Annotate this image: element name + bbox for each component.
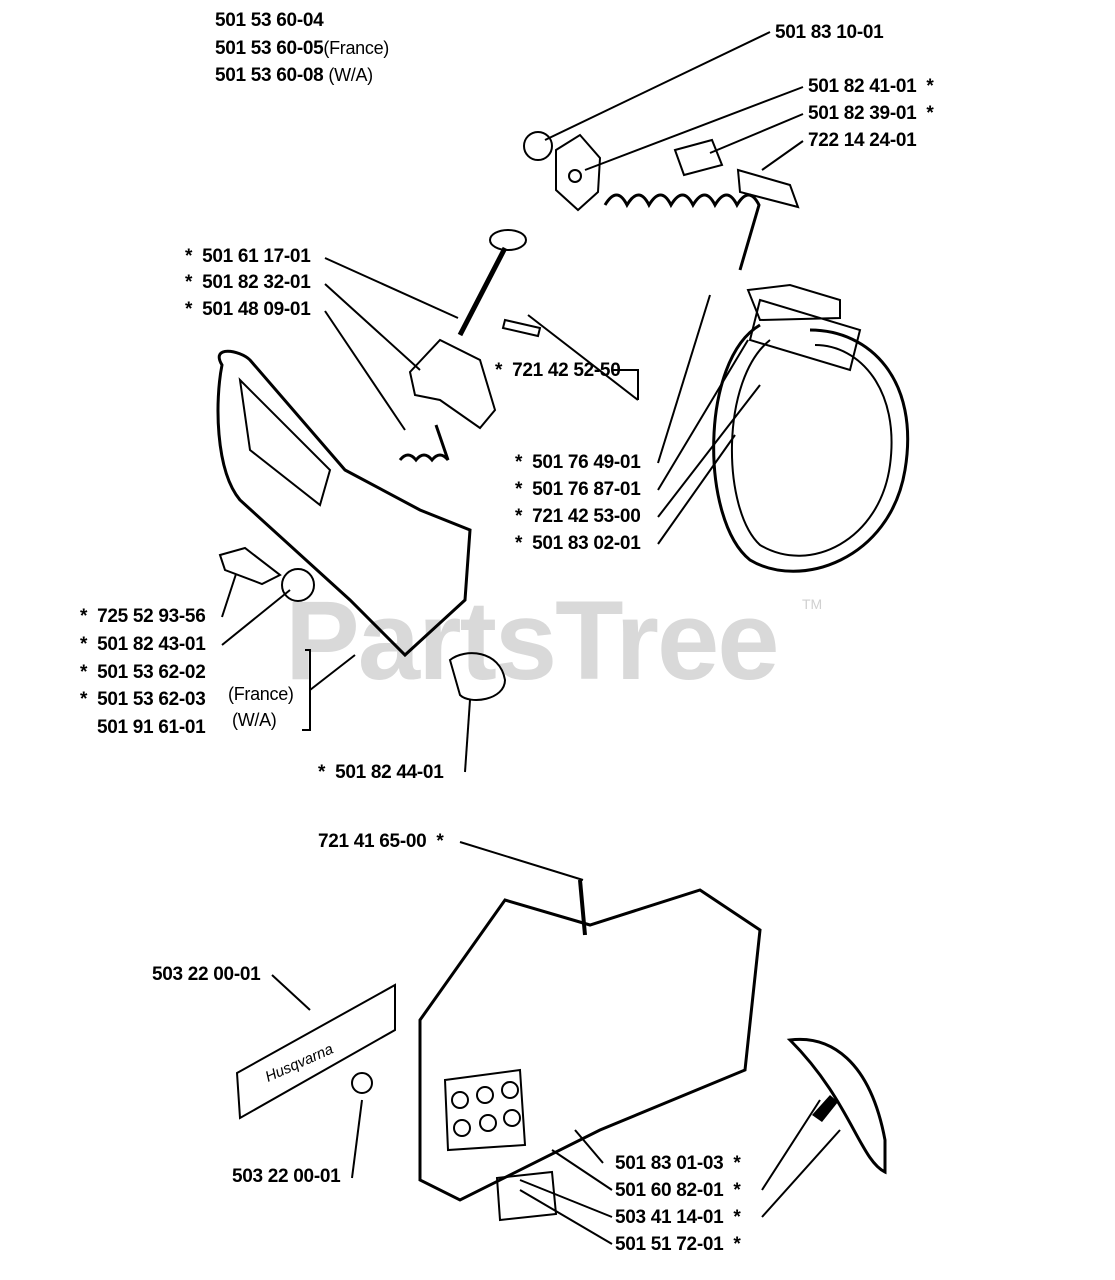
leader-line: [464, 699, 471, 773]
leader-line: [459, 841, 584, 881]
cover-pin: [578, 879, 587, 936]
leader-line: [657, 294, 711, 464]
bolt: [736, 168, 800, 209]
part-label[interactable]: * 501 83 02-01: [515, 533, 641, 554]
leader-line: [324, 283, 421, 371]
leader-line: [324, 310, 406, 431]
part-label[interactable]: * 501 53 62-02: [80, 662, 206, 683]
leader-line: [761, 1129, 841, 1218]
leader-line: [709, 113, 804, 154]
leader-line: [527, 314, 639, 401]
block: [495, 1170, 558, 1222]
leader-line: [574, 1129, 604, 1164]
vent-hole: [451, 1091, 469, 1109]
part-label[interactable]: * 501 82 43-01: [80, 634, 206, 655]
part-label[interactable]: 501 82 39-01 *: [808, 103, 934, 124]
leader-line: [519, 1179, 613, 1218]
vent-hole: [479, 1114, 497, 1132]
brake-lever: [408, 338, 497, 430]
part-label[interactable]: 722 14 24-01: [808, 130, 917, 151]
part-label[interactable]: 501 51 72-01 *: [615, 1234, 741, 1255]
part-label[interactable]: * 501 53 62-03: [80, 689, 206, 710]
brake-holder: [555, 133, 602, 212]
pin: [501, 318, 542, 338]
vent-hole: [453, 1119, 471, 1137]
assembly-number-2: 501 53 60-05(France): [215, 38, 390, 59]
adjust-knob: [488, 229, 528, 251]
leader-line: [271, 974, 311, 1011]
part-label[interactable]: * 501 48 09-01: [185, 299, 311, 320]
side-plate: [786, 1037, 887, 1175]
screw-knob: [448, 652, 507, 701]
note-france: (France): [228, 684, 294, 704]
band-clip: [748, 298, 862, 372]
bracket: [302, 649, 311, 731]
leader-line: [551, 1149, 613, 1191]
leader-line: [657, 384, 761, 518]
knob-shaft: [457, 246, 508, 337]
leader-line: [761, 140, 804, 171]
screw: [218, 546, 282, 586]
decal-strip: [235, 983, 396, 1120]
part-label[interactable]: * 501 76 87-01: [515, 479, 641, 500]
watermark-trademark: TM: [802, 596, 823, 612]
part-label[interactable]: 501 60 82-01 *: [615, 1180, 741, 1201]
part-label[interactable]: * 501 61 17-01: [185, 246, 311, 267]
bracket: [612, 369, 639, 400]
washer: [280, 568, 316, 602]
leader-line: [519, 1189, 613, 1245]
leader-line: [309, 654, 356, 691]
part-label[interactable]: 503 41 14-01 *: [615, 1207, 741, 1228]
watermark: PartsTree: [285, 578, 780, 703]
leader-line: [544, 31, 771, 141]
hand-guard: [216, 349, 472, 658]
chain-cover: [418, 888, 762, 1202]
holder-hole: [568, 169, 582, 183]
cover-vents: [443, 1068, 527, 1152]
part-label[interactable]: * 721 42 52-50: [495, 360, 621, 381]
part-label[interactable]: 501 91 61-01: [97, 717, 206, 738]
cover-nut: [350, 1072, 374, 1094]
leader-line: [761, 1099, 821, 1191]
brake-spring: [603, 193, 761, 271]
brake-band: [712, 323, 910, 573]
leader-line: [584, 86, 804, 171]
leader-line: [351, 1099, 363, 1179]
leader-line: [221, 589, 291, 646]
decal-brand-text: Husqvarna: [263, 1041, 336, 1086]
nut: [522, 131, 554, 161]
hand-guard-inner: [238, 377, 332, 507]
part-label[interactable]: 501 82 41-01 *: [808, 76, 934, 97]
note-wa: (W/A): [232, 710, 277, 730]
small-spring: [398, 424, 450, 463]
assembly-number-3: 501 53 60-08 (W/A): [215, 65, 373, 86]
part-label[interactable]: 721 41 65-00 *: [318, 831, 444, 852]
part-label[interactable]: * 501 76 49-01: [515, 452, 641, 473]
vent-hole: [501, 1081, 519, 1099]
vent-hole: [476, 1086, 494, 1104]
vent-hole: [503, 1109, 521, 1127]
band-link: [746, 283, 841, 322]
leader-line: [221, 573, 237, 618]
part-label[interactable]: 501 83 01-03 *: [615, 1153, 741, 1174]
leader-line: [324, 257, 459, 319]
tensioner-screw: [812, 1095, 838, 1122]
assembly-number-1: 501 53 60-04: [215, 10, 324, 31]
brake-band-inner: [731, 339, 893, 557]
part-label[interactable]: 503 22 00-01: [232, 1166, 341, 1187]
part-label[interactable]: * 721 42 53-00: [515, 506, 641, 527]
sleeve: [673, 138, 724, 177]
part-label[interactable]: * 725 52 93-56: [80, 606, 206, 627]
part-label[interactable]: 503 22 00-01: [152, 964, 261, 985]
leader-line: [657, 434, 736, 545]
part-label[interactable]: * 501 82 32-01: [185, 272, 311, 293]
part-label[interactable]: * 501 82 44-01: [318, 762, 444, 783]
leader-line: [657, 339, 749, 491]
part-label[interactable]: 501 83 10-01: [775, 22, 884, 43]
